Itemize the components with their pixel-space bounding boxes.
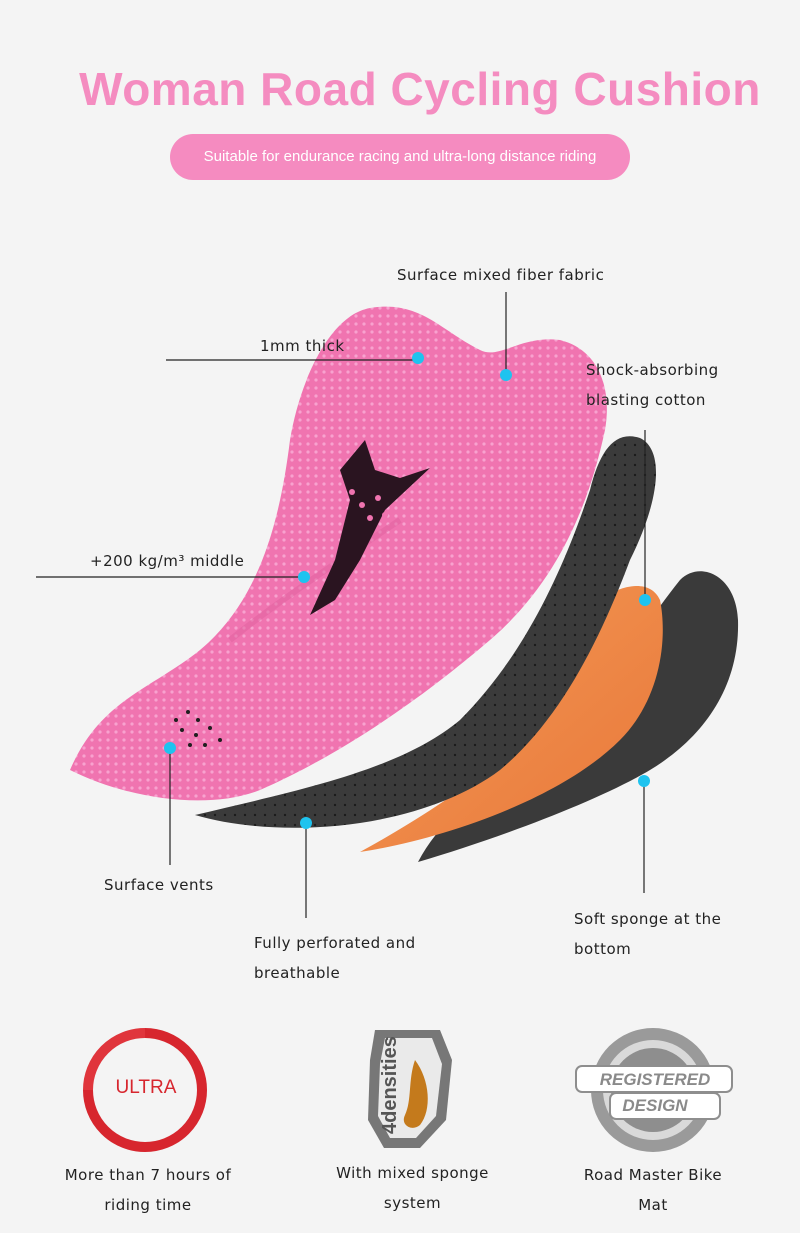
vent-holes	[174, 710, 222, 747]
registered-badge-text: REGISTERED DESIGN	[599, 1070, 711, 1115]
ultra-badge-text: ULTRA	[115, 1077, 177, 1098]
y-logo	[310, 440, 430, 615]
feature-caption-densities: With mixed sponge system	[336, 1164, 489, 1212]
feature-caption-registered: Road Master Bike Mat	[583, 1166, 723, 1214]
registered-design-seal-icon	[575, 1028, 733, 1152]
callout-dots	[164, 352, 651, 829]
label-perforated: Fully perforated and breathable	[254, 934, 416, 982]
label-surface-vents: Surface vents	[104, 876, 214, 894]
feature-badges	[83, 1028, 733, 1152]
subtitle-pill: Suitable for endurance racing and ultra-…	[170, 134, 630, 180]
ultra-ring-icon	[83, 1028, 207, 1152]
label-thick: 1mm thick	[260, 337, 345, 355]
label-soft-sponge: Soft sponge at the bottom	[574, 910, 722, 958]
label-middle-density: +200 kg/m³ middle	[90, 552, 245, 570]
densities-badge-text: 4densities	[379, 1036, 401, 1134]
perforated-layer	[195, 436, 657, 828]
label-surface-fabric: Surface mixed fiber fabric	[397, 266, 605, 284]
page-title: Woman Road Cycling Cushion	[79, 63, 761, 115]
cushion-illustration	[36, 292, 739, 918]
feature-caption-ultra: More than 7 hours of riding time	[64, 1166, 232, 1214]
four-densities-icon	[368, 1030, 452, 1148]
label-shock-absorbing: Shock-absorbing blasting cotton	[586, 361, 719, 409]
